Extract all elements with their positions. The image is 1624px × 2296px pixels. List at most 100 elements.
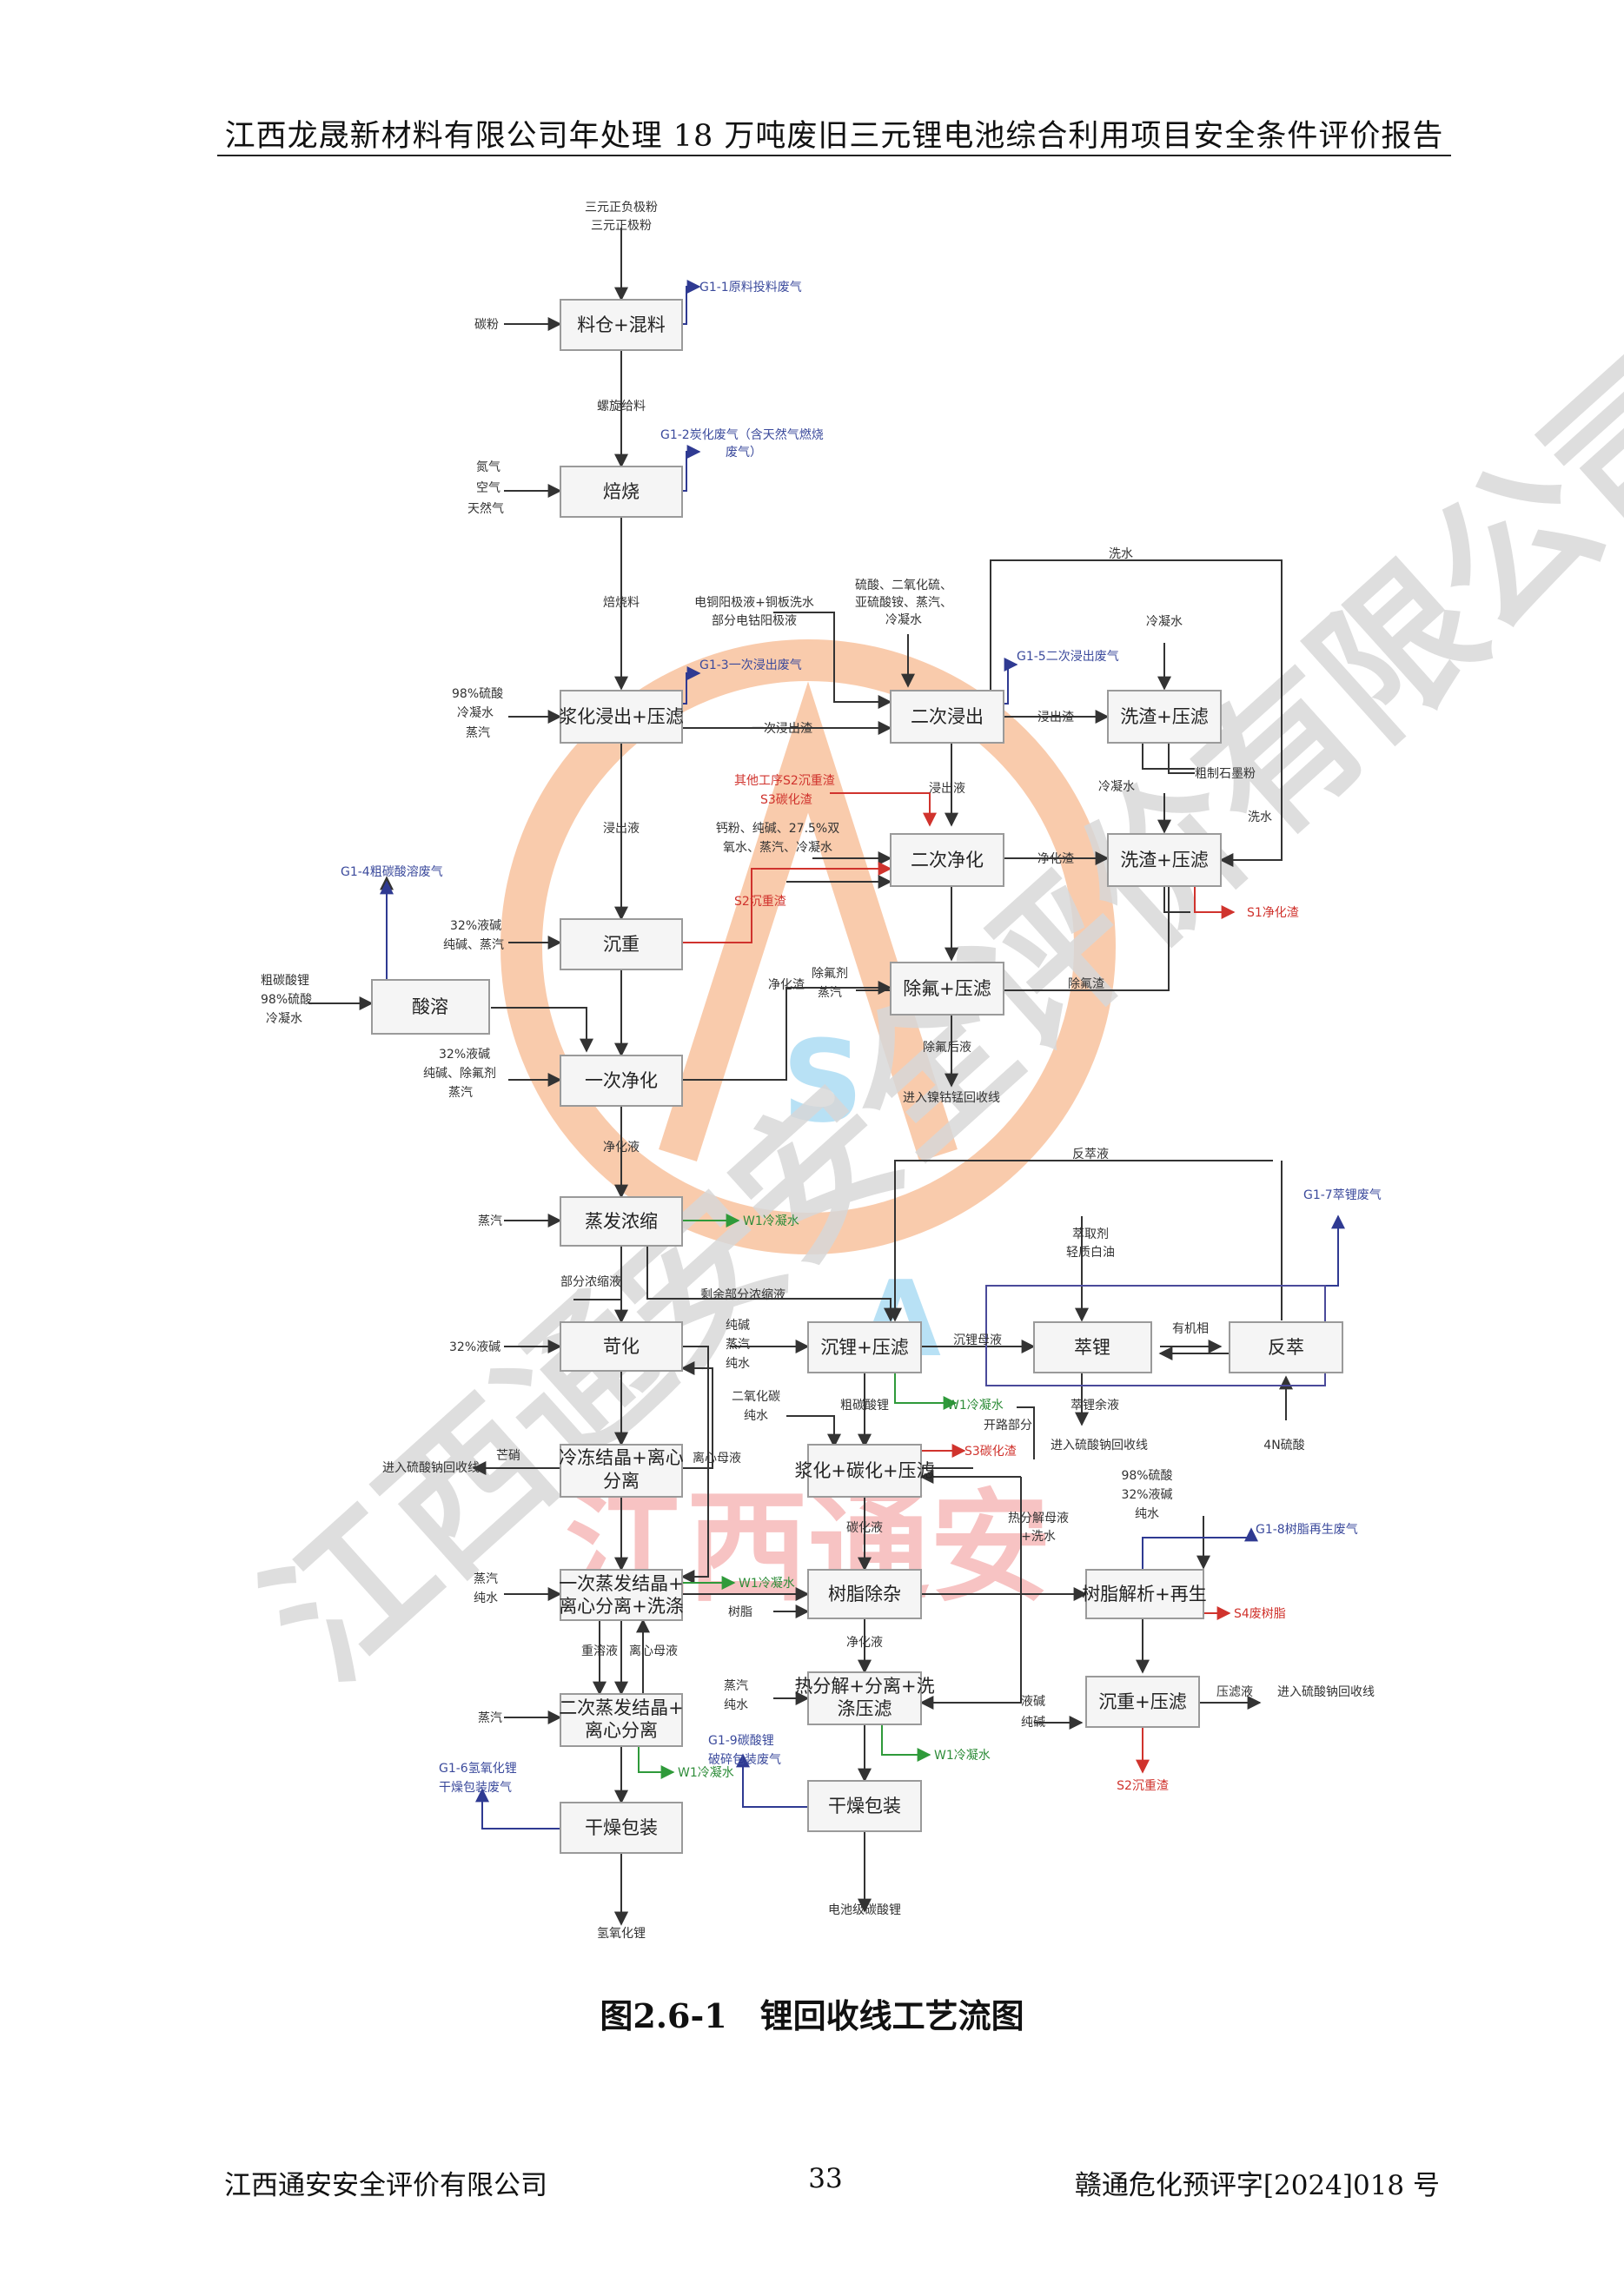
label-alkali-1: 液碱 bbox=[1021, 1695, 1045, 1709]
label-natgas: 天然气 bbox=[467, 501, 504, 516]
node-caustic: 苛化 bbox=[560, 1321, 683, 1372]
label-other-s2: 其他工序S2沉重渣 bbox=[734, 774, 835, 788]
label-g1-2-b: 废气） bbox=[726, 446, 762, 460]
svg-text:离心分离+洗涤: 离心分离+洗涤 bbox=[559, 1596, 684, 1617]
svg-text:一次蒸发结晶+: 一次蒸发结晶+ bbox=[559, 1573, 684, 1594]
svg-text:沉重+压滤: 沉重+压滤 bbox=[1098, 1691, 1187, 1712]
label-naoh-1: 32%液碱 bbox=[450, 919, 501, 933]
label-mirabilite: 芒硝 bbox=[496, 1449, 520, 1463]
label-part-conc: 部分浓缩液 bbox=[560, 1275, 621, 1289]
label-steam-4: 蒸汽 bbox=[478, 1711, 502, 1725]
label-to-na-3: 进入硫酸钠回收线 bbox=[1277, 1685, 1375, 1699]
label-cond-2: 冷凝水 bbox=[1098, 780, 1135, 794]
label-regen-2: 32%液碱 bbox=[1121, 1488, 1172, 1502]
label-back-extract: 反萃液 bbox=[1072, 1148, 1109, 1161]
label-organic: 有机相 bbox=[1172, 1322, 1209, 1336]
label-defluor-2: 蒸汽 bbox=[818, 986, 842, 1000]
node-resin-regen: 树脂解析+再生 bbox=[1082, 1569, 1207, 1619]
label-g1-6-b: 干燥包装废气 bbox=[439, 1781, 512, 1795]
label-rest-conc: 剩余部分浓缩液 bbox=[700, 1287, 785, 1302]
label-w1-4: W1冷凝水 bbox=[678, 1766, 734, 1780]
label-screw: 螺旋给料 bbox=[597, 400, 646, 414]
label-crude-li-3: 冷凝水 bbox=[266, 1012, 302, 1026]
svg-text:二次蒸发结晶+: 二次蒸发结晶+ bbox=[559, 1697, 684, 1718]
label-pure-alkali-1: 纯碱 bbox=[726, 1319, 750, 1333]
label-pure-water-3: 纯水 bbox=[474, 1591, 498, 1605]
label-leach2-in-1: 硫酸、二氧化硫、 bbox=[855, 579, 952, 592]
flow-lines bbox=[308, 228, 1345, 1926]
label-leach-liquid: 浸出渣 bbox=[1037, 711, 1074, 725]
label-steam-evap: 蒸汽 bbox=[478, 1214, 502, 1228]
label-regen-3: 纯水 bbox=[1135, 1507, 1159, 1521]
label-nitrogen: 氮气 bbox=[476, 460, 500, 474]
svg-text:除氟+压滤: 除氟+压滤 bbox=[903, 978, 991, 999]
label-co2-1: 二氧化碳 bbox=[732, 1390, 780, 1404]
svg-text:浆化浸出+压滤: 浆化浸出+压滤 bbox=[559, 706, 684, 727]
label-wash-water-top: 洗水 bbox=[1109, 547, 1133, 561]
node-purify2: 二次净化 bbox=[890, 833, 1004, 887]
label-w1-3: W1冷凝水 bbox=[739, 1577, 795, 1591]
label-re-dissolve: 重溶液 bbox=[581, 1644, 618, 1658]
label-roast-material: 焙烧料 bbox=[603, 596, 640, 610]
label-naoh-3: 32%液碱 bbox=[439, 1048, 490, 1062]
label-regen-1: 98%硫酸 bbox=[1121, 1469, 1172, 1483]
label-carbon-powder: 碳粉 bbox=[474, 318, 499, 332]
svg-text:冷冻结晶+离心: 冷冻结晶+离心 bbox=[559, 1447, 684, 1468]
page-header: 江西龙晟新材料有限公司年处理 18 万吨废旧三元锂电池综合利用项目安全条件评价报… bbox=[224, 119, 1444, 154]
footer-company: 江西通安安全评价有限公司 bbox=[224, 2170, 547, 2201]
svg-text:二次浸出: 二次浸出 bbox=[911, 706, 984, 727]
label-cu-2: 部分电钴阳极液 bbox=[712, 614, 797, 628]
label-li-mother: 沉锂母液 bbox=[953, 1333, 1002, 1347]
svg-text:分离: 分离 bbox=[603, 1471, 640, 1492]
node-heavy2: 沉重+压滤 bbox=[1085, 1676, 1200, 1728]
label-defluor-liquid: 除氟后液 bbox=[923, 1041, 971, 1055]
svg-text:离心分离: 离心分离 bbox=[585, 1720, 658, 1741]
svg-text:反萃: 反萃 bbox=[1268, 1337, 1304, 1358]
label-pure-alkali-3: 纯水 bbox=[726, 1357, 750, 1371]
svg-text:萃锂: 萃锂 bbox=[1074, 1337, 1110, 1358]
node-silo: 料仓+混料 bbox=[560, 299, 683, 351]
label-thermal-mother-1: 热分解母液 bbox=[1008, 1512, 1069, 1525]
label-reagents-1: 钙粉、纯碱、27.5%双 bbox=[716, 822, 839, 836]
label-condensate-1: 冷凝水 bbox=[1146, 615, 1183, 629]
svg-text:沉重: 沉重 bbox=[603, 934, 640, 955]
label-steam-3: 蒸汽 bbox=[474, 1572, 498, 1586]
svg-text:干燥包装: 干燥包装 bbox=[828, 1796, 901, 1816]
svg-text:热分解+分离+洗: 热分解+分离+洗 bbox=[794, 1676, 934, 1697]
label-carbon-liquid: 碳化液 bbox=[846, 1521, 883, 1535]
svg-text:一次净化: 一次净化 bbox=[585, 1070, 658, 1091]
label-resin-in: 树脂 bbox=[728, 1605, 752, 1619]
node-wash1: 洗渣+压滤 bbox=[1107, 690, 1222, 744]
footer-doc-number: 赣通危化预评字[2024]018 号 bbox=[1074, 2170, 1440, 2201]
label-hcl-4n: 4N硫酸 bbox=[1263, 1439, 1304, 1452]
label-to-na: 进入硫酸钠回收线 bbox=[1051, 1439, 1148, 1452]
node-evap: 蒸发浓缩 bbox=[560, 1196, 683, 1247]
label-steam: 蒸汽 bbox=[466, 726, 490, 740]
label-in-ternary-1: 三元正负极粉 bbox=[585, 201, 658, 215]
label-open-route: 开路部分 bbox=[984, 1419, 1032, 1433]
label-defluor-1: 除氟剂 bbox=[812, 967, 848, 981]
label-in-ternary-2: 三元正极粉 bbox=[591, 219, 652, 233]
node-extract: 萃锂 bbox=[1033, 1321, 1152, 1373]
svg-text:涤压滤: 涤压滤 bbox=[838, 1698, 892, 1719]
label-naoh-32: 32%液碱 bbox=[449, 1340, 500, 1354]
label-purify-liquid2: 净化液 bbox=[603, 1141, 640, 1155]
label-extract-residue: 萃锂余液 bbox=[1071, 1398, 1119, 1413]
label-w1-2: W1冷凝水 bbox=[947, 1399, 1004, 1413]
node-dry2: 干燥包装 bbox=[807, 1780, 922, 1832]
watermark-ring bbox=[500, 639, 1116, 1254]
label-alkali-2: 纯碱 bbox=[1021, 1716, 1045, 1730]
node-fluoride: 除氟+压滤 bbox=[890, 962, 1004, 1016]
label-steam-5: 蒸汽 bbox=[724, 1679, 748, 1693]
node-lisink: 沉锂+压滤 bbox=[807, 1321, 922, 1373]
node-evap1: 一次蒸发结晶+离心分离+洗涤 bbox=[559, 1569, 684, 1621]
node-carbon: 浆化+碳化+压滤 bbox=[794, 1444, 935, 1498]
label-extract-agent-2: 轻质白油 bbox=[1066, 1246, 1115, 1260]
label-g1-8: G1-8树脂再生废气 bbox=[1256, 1523, 1358, 1537]
label-thermal-mother-2: +洗水 bbox=[1021, 1530, 1056, 1544]
label-purify-slag: 净化渣 bbox=[768, 978, 805, 992]
svg-text:树脂解析+再生: 树脂解析+再生 bbox=[1082, 1584, 1207, 1605]
label-crude-li: 粗碳酸锂 bbox=[840, 1399, 889, 1413]
label-cu-1: 电铜阳极液+铜板洗水 bbox=[694, 596, 814, 610]
